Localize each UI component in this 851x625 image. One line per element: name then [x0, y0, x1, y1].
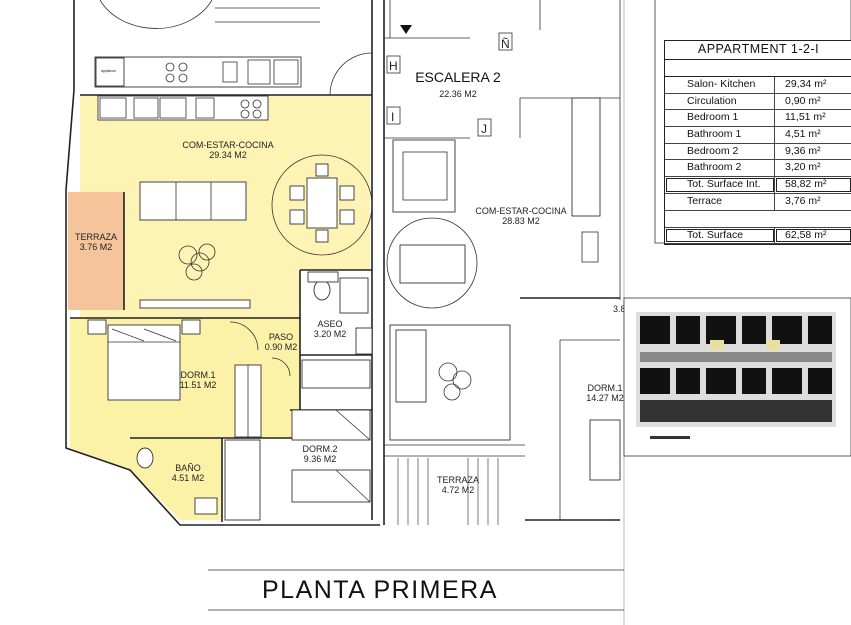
svg-text:22.36 M2: 22.36 M2 — [439, 89, 477, 99]
room-label-paso: PASO 0.90 M2 — [265, 332, 298, 352]
svg-text:TERRAZA: TERRAZA — [75, 232, 117, 242]
tv-unit — [139, 299, 251, 309]
room-label-dorm1-right: DORM.1 14.27 M2 — [586, 383, 624, 403]
svg-text:PASO: PASO — [269, 332, 293, 342]
room-label-com-estar-cocina-right: COM-ESTAR-COCINA 28.83 M2 — [475, 206, 566, 226]
plant-icon — [178, 243, 216, 281]
legend-title: APPARTMENT 1-2-I — [665, 41, 851, 60]
legend-spacer — [665, 60, 851, 77]
svg-text:DORM.2: DORM.2 — [302, 444, 337, 454]
marker-h: H — [389, 59, 398, 73]
svg-text:ESCALERA 2: ESCALERA 2 — [415, 69, 501, 85]
svg-text:11.51 M2: 11.51 M2 — [180, 380, 217, 390]
toilet — [136, 447, 154, 469]
svg-text:BAÑO: BAÑO — [175, 463, 201, 473]
room-label-dorm1-left: DORM.1 11.51 M2 — [180, 370, 217, 390]
svg-text:9.36 M2: 9.36 M2 — [304, 454, 337, 464]
svg-text:COM-ESTAR-COCINA: COM-ESTAR-COCINA — [475, 206, 566, 216]
appliance — [95, 57, 125, 87]
door-swing — [229, 321, 259, 351]
svg-text:0.90 M2: 0.90 M2 — [265, 342, 298, 352]
sofa — [139, 181, 247, 221]
room-label-com-estar-cocina-left: COM-ESTAR-COCINA 29.34 M2 — [182, 140, 273, 160]
stair-arrow — [400, 25, 412, 34]
svg-text:TERRAZA: TERRAZA — [437, 475, 479, 485]
room-label-aseo: ASEO 3.20 M2 — [314, 319, 347, 339]
svg-text:4.72 M2: 4.72 M2 — [442, 485, 475, 495]
svg-text:3.76 M2: 3.76 M2 — [80, 242, 113, 252]
dining-table — [306, 177, 338, 229]
elevator — [392, 139, 456, 213]
room-label-bano: BAÑO 4.51 M2 — [172, 463, 205, 483]
room-label-escalera: ESCALERA 2 22.36 M2 — [415, 69, 501, 99]
room-label-dorm2: DORM.2 9.36 M2 — [302, 444, 337, 464]
svg-text:COM-ESTAR-COCINA: COM-ESTAR-COCINA — [182, 140, 273, 150]
bed — [107, 324, 181, 401]
shower — [224, 439, 261, 521]
svg-text:29.34 M2: 29.34 M2 — [209, 150, 247, 160]
legend-spacer — [665, 211, 851, 227]
terrace-slats — [397, 458, 499, 525]
exterior-wall — [65, 0, 380, 526]
appliance-label: appliance — [101, 69, 116, 73]
room-label-terraza-center: TERRAZA 4.72 M2 — [437, 475, 479, 495]
kitchen-counter-upper — [94, 56, 302, 88]
room-label-terraza-left: TERRAZA 3.76 M2 — [75, 232, 117, 252]
svg-text:DORM.1: DORM.1 — [587, 383, 622, 393]
dining-area-circle — [271, 154, 373, 256]
marker-i: I — [391, 110, 394, 124]
svg-text:14.27 M2: 14.27 M2 — [586, 393, 624, 403]
svg-text:DORM.1: DORM.1 — [180, 370, 215, 380]
svg-text:4.51 M2: 4.51 M2 — [172, 473, 205, 483]
marker-n: Ñ — [501, 37, 510, 51]
room-label-partial: 3.8 — [613, 304, 626, 314]
svg-text:ASEO: ASEO — [317, 319, 342, 329]
legend-row-total-interior: Tot. Surface Int.58,82 m² — [665, 177, 851, 194]
top-room-table — [99, 0, 213, 29]
plan-title: PLANTA PRIMERA — [262, 576, 498, 604]
marker-j: J — [481, 122, 487, 136]
plant-icon — [438, 362, 472, 401]
svg-text:3.20 M2: 3.20 M2 — [314, 329, 347, 339]
kitchen-counter-lower — [97, 95, 269, 121]
building-thumbnail-plan — [636, 312, 836, 439]
terrace-zone-fill — [68, 192, 124, 310]
svg-text:28.83 M2: 28.83 M2 — [502, 216, 540, 226]
